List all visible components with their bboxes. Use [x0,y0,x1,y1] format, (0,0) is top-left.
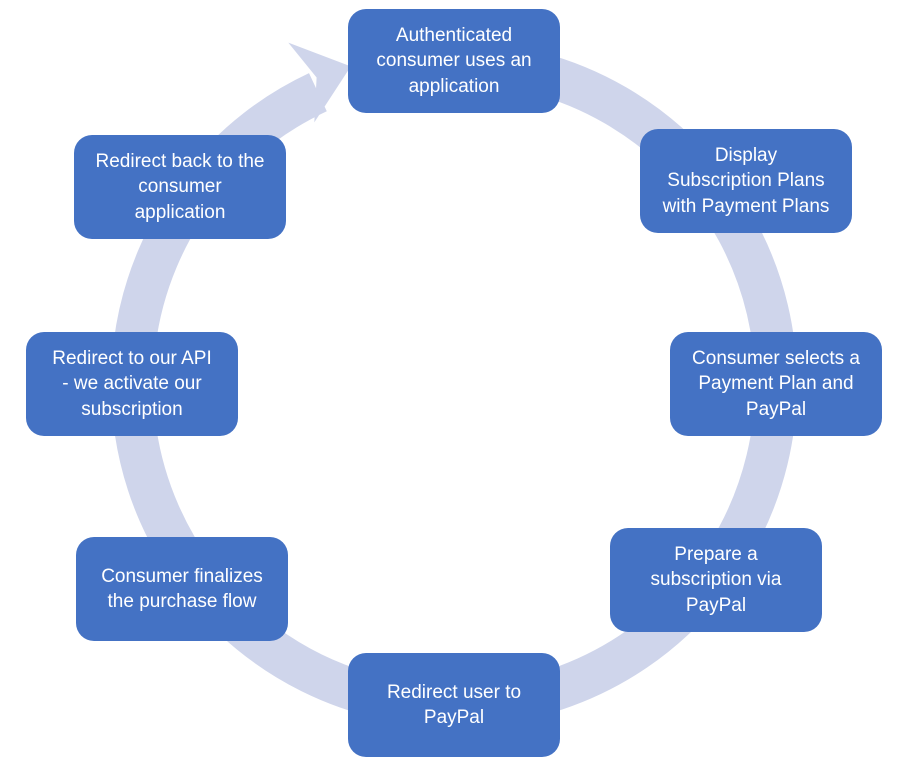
cycle-node-label: Display Subscription Plans with Payment … [662,145,830,217]
cycle-node-redirect-user-to-paypal: Redirect user to PayPal [348,653,560,757]
cycle-node-label: Prepare a subscription via PayPal [650,544,782,616]
cycle-node-label: Consumer selects a Payment Plan and PayP… [692,348,860,420]
cycle-node-label: Redirect to our API - we activate our su… [52,348,212,420]
cycle-node-prepare-subscription: Prepare a subscription via PayPal [610,528,822,632]
cycle-node-label: Consumer finalizes the purchase flow [101,565,263,612]
cycle-node-authenticated-consumer: Authenticated consumer uses an applicati… [348,9,560,113]
cycle-node-consumer-selects-plan: Consumer selects a Payment Plan and PayP… [670,332,882,436]
cycle-node-label: Authenticated consumer uses an applicati… [376,25,532,97]
cycle-node-redirect-back-to-app: Redirect back to the consumer applicatio… [74,135,286,239]
cycle-node-display-subscription-plans: Display Subscription Plans with Payment … [640,129,852,233]
cycle-node-redirect-to-api: Redirect to our API - we activate our su… [26,332,238,436]
cycle-node-label: Redirect back to the consumer applicatio… [95,151,265,223]
cycle-arrowhead-icon [288,42,351,123]
cycle-node-label: Redirect user to PayPal [386,681,522,728]
cycle-node-consumer-finalizes-purchase: Consumer finalizes the purchase flow [76,537,288,641]
